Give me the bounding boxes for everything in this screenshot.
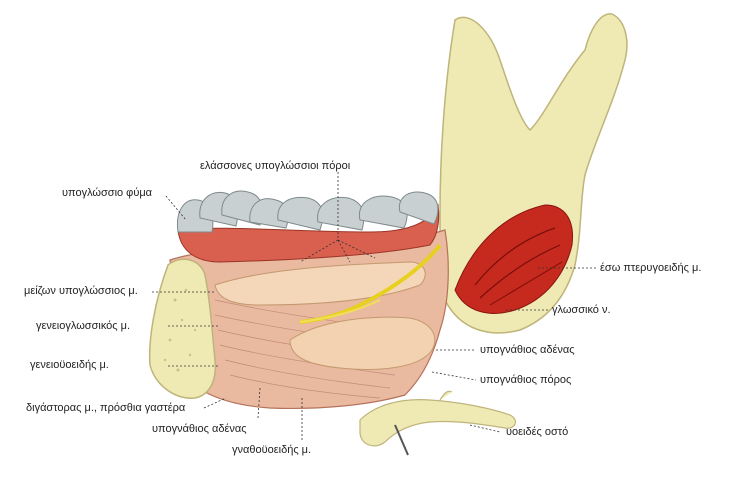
hyoid-bone bbox=[359, 399, 517, 447]
mandible-section bbox=[148, 258, 217, 399]
leader-lines bbox=[152, 172, 598, 440]
sublingual-gland bbox=[214, 261, 426, 306]
label-hyoid-bone: υοειδές οστό bbox=[506, 426, 569, 438]
label-digastric-anterior: διγάστορας μ., πρόσθια γαστέρα bbox=[26, 402, 186, 414]
label-lesser-sublingual-ducts: ελάσσονες υπογλώσσιοι πόροι bbox=[200, 160, 351, 172]
label-sublingual-caruncle: υπογλώσσιο φύμα bbox=[62, 187, 153, 199]
label-geniohyoid: γενειοϋοειδής μ. bbox=[30, 359, 109, 371]
label-submandibular-gland: υπογνάθιος αδένας bbox=[480, 344, 575, 356]
label-submandibular-gland-lower: υπογνάθιος αδένας bbox=[152, 423, 247, 435]
label-major-sublingual: μείζων υπογλώσσιος μ. bbox=[24, 285, 138, 297]
label-lingual-nerve: γλωσσικό ν. bbox=[552, 304, 611, 316]
teeth bbox=[176, 190, 439, 233]
submandibular-gland bbox=[289, 316, 436, 370]
label-mylohyoid: γναθοϋοειδής μ. bbox=[232, 444, 312, 456]
label-medial-pterygoid: έσω πτερυγοειδής μ. bbox=[600, 262, 702, 274]
gum-line bbox=[177, 203, 440, 263]
label-submandibular-duct: υπογνάθιος πόρος bbox=[480, 374, 572, 386]
label-genioglossus: γενειογλωσσικός μ. bbox=[36, 320, 131, 332]
